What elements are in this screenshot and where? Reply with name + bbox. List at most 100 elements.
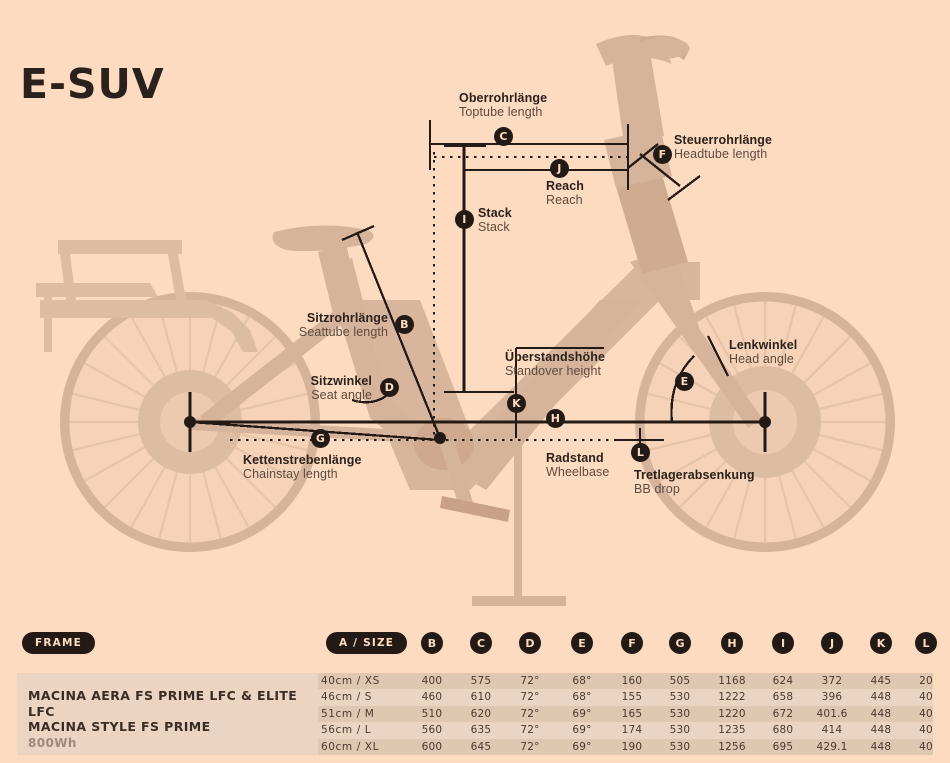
label-standover-height-en: Standover height [505,364,602,378]
geometry-table: FRAME A / SIZE B C D E F G H I J K L MAC… [0,620,950,763]
cell-size: 46cm / S [321,691,373,704]
diagram-badge-I: I [455,210,474,229]
label-reach: Reach Reach [546,179,584,207]
cell-D: 72° [520,707,540,720]
bike-geometry-diagram [36,35,895,606]
label-standover-height: Überstandshöhe Standover height [505,350,605,378]
cell-K: 448 [870,740,892,753]
cell-L: 40 [919,707,933,720]
label-stack-en: Stack [478,220,510,234]
cell-B: 400 [421,675,443,687]
cell-I: 695 [772,740,794,753]
label-headtube-length: Steuerrohrlänge Headtube length [674,133,772,161]
cell-H: 1222 [718,691,746,704]
cell-G: 530 [669,740,691,753]
cell-J: 429.1 [816,740,848,753]
label-stack: Stack Stack [478,206,512,234]
diagram-badge-F: F [653,145,672,164]
cell-F: 190 [621,740,643,753]
label-seat-angle-en: Seat angle [311,388,372,402]
label-headtube-length-en: Headtube length [674,147,768,161]
cell-I: 680 [772,724,794,737]
label-head-angle-en: Head angle [729,352,794,366]
table-header-row: FRAME A / SIZE B C D E F G H I J K L [0,632,950,656]
column-badge-K: K [870,632,892,654]
cell-F: 174 [621,724,643,737]
label-head-angle: Lenkwinkel Head angle [729,338,797,366]
label-seat-angle-de: Sitzwinkel [310,374,372,388]
label-chainstay-length-en: Chainstay length [243,467,338,481]
cell-I: 658 [772,691,794,704]
label-seattube-length-de: Sitzrohrlänge [306,311,388,325]
cell-C: 645 [470,740,492,753]
cell-H: 1235 [718,724,746,737]
column-badge-E: E [571,632,593,654]
diagram-badge-J: J [550,159,569,178]
cell-E: 69° [572,740,592,753]
label-stack-de: Stack [478,206,512,220]
cell-J: 401.6 [816,707,848,720]
cell-F: 165 [621,707,643,720]
label-seat-angle: Sitzwinkel Seat angle [200,374,372,402]
cell-D: 72° [520,740,540,753]
cell-G: 530 [669,707,691,720]
cell-size: 60cm / XL [321,740,380,753]
cell-J: 372 [821,675,843,687]
label-toptube-length-de: Oberrohrlänge [459,91,548,105]
diagram-badge-C: C [494,127,513,146]
column-badge-D: D [519,632,541,654]
cell-L: 40 [919,724,933,737]
cell-L: 20 [919,675,933,687]
page-title: E-SUV [20,60,165,108]
label-reach-de: Reach [546,179,585,193]
battery-capacity: 800Wh [28,735,77,750]
cell-L: 40 [919,691,933,704]
label-chainstay-length: Kettenstrebenlänge Chainstay length [243,453,362,481]
cell-B: 600 [421,740,443,753]
label-wheelbase: Radstand Wheelbase [546,451,609,479]
label-chainstay-length-de: Kettenstrebenlänge [243,453,362,467]
cell-C: 575 [470,675,492,687]
model-name-2: MACINA STYLE FS PRIME [28,719,211,735]
cell-I: 672 [772,707,794,720]
cell-B: 510 [421,707,443,720]
cell-C: 610 [470,691,492,704]
label-headtube-length-de: Steuerrohrlänge [674,133,773,147]
cell-K: 448 [870,691,892,704]
diagram-badge-E: E [675,372,694,391]
label-bb-drop-en: BB drop [634,482,680,496]
diagram-badge-L: L [631,443,650,462]
cell-K: 448 [870,724,892,737]
label-toptube-length: Oberrohrlänge Toptube length [459,91,547,119]
column-badge-B: B [421,632,443,654]
cell-H: 1256 [718,740,746,753]
column-badge-I: I [772,632,794,654]
cell-H: 1168 [718,675,746,687]
cell-B: 560 [421,724,443,737]
column-badge-C: C [470,632,492,654]
cell-J: 396 [821,691,843,704]
cell-G: 530 [669,691,691,704]
cell-C: 620 [470,707,492,720]
cell-I: 624 [772,675,794,687]
cell-K: 448 [870,707,892,720]
cell-size: 40cm / XS [321,675,380,687]
diagram-badge-B: B [395,315,414,334]
cell-G: 505 [669,675,691,687]
label-wheelbase-de: Radstand [546,451,604,465]
diagram-badge-G: G [311,429,330,448]
cell-D: 72° [520,724,540,737]
cell-G: 530 [669,724,691,737]
size-pill: A / SIZE [326,632,408,654]
label-bb-drop: Tretlagerabsenkung BB drop [634,468,755,496]
cell-size: 51cm / M [321,707,375,720]
cell-F: 160 [621,675,643,687]
cell-E: 68° [572,691,592,704]
column-badge-J: J [821,632,843,654]
cell-L: 40 [919,740,933,753]
model-name-block: MACINA AERA FS PRIME LFC & ELITE LFC MAC… [28,688,318,751]
